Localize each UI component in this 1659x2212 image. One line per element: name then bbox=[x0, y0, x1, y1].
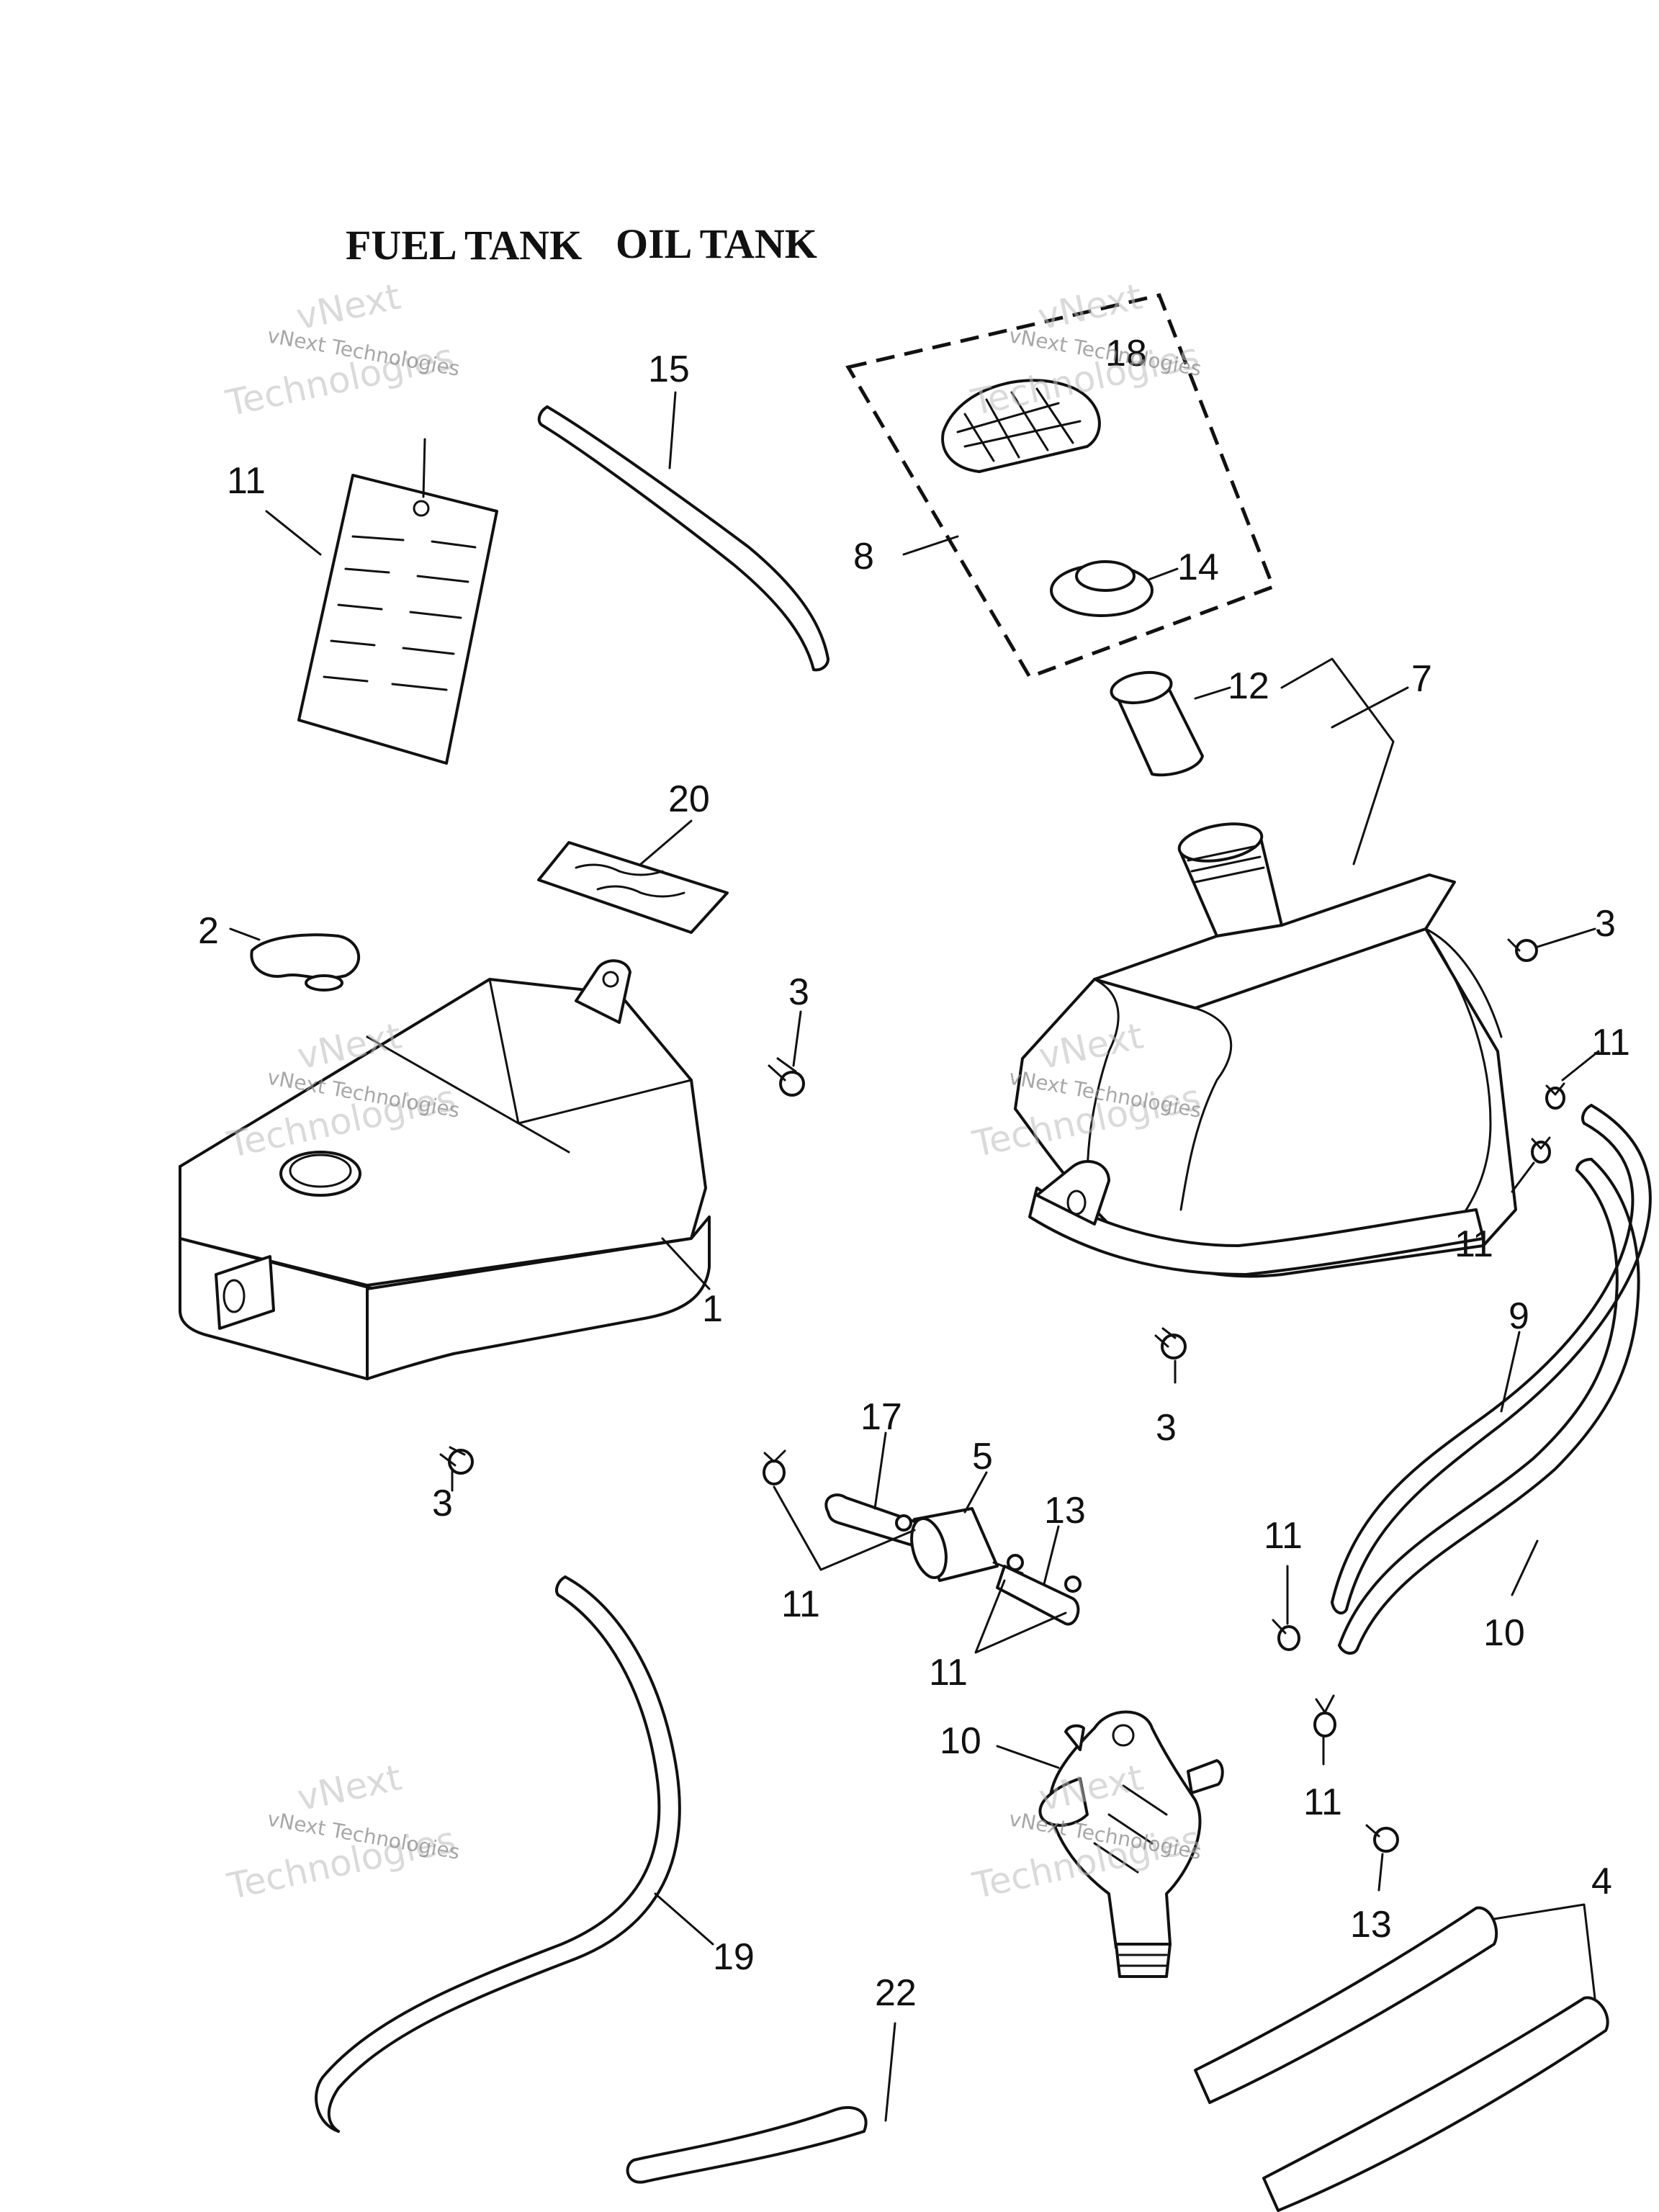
leader-16 bbox=[668, 391, 677, 469]
part-3-clip-c bbox=[1507, 938, 1538, 962]
leader-3b bbox=[792, 1010, 802, 1067]
callout-8: 10 bbox=[1483, 1612, 1525, 1654]
callout-4: 4 bbox=[1591, 1861, 1612, 1902]
callout-11a: 11 bbox=[1591, 1022, 1630, 1064]
callout-10: 10 bbox=[940, 1720, 981, 1762]
callout-16: 15 bbox=[648, 349, 690, 390]
part-21-label-sticker bbox=[537, 841, 729, 934]
callout-18: 18 bbox=[1105, 333, 1147, 374]
leader-21 bbox=[639, 819, 693, 866]
callout-7: 5 bbox=[972, 1436, 993, 1478]
part-3-clip-b bbox=[768, 1057, 805, 1097]
part-1-fuel-tank bbox=[179, 959, 711, 1380]
part-13-hose bbox=[996, 1565, 1080, 1626]
leader-14 bbox=[1377, 1853, 1384, 1892]
leader-9 bbox=[1500, 1331, 1521, 1413]
callout-11c: 11 bbox=[1264, 1515, 1303, 1557]
part-11-clip-b bbox=[1531, 1136, 1551, 1164]
leader-5 bbox=[1280, 657, 1395, 866]
leader-11f bbox=[974, 1579, 1067, 1654]
callout-20: 11 bbox=[227, 460, 266, 502]
leader-19 bbox=[654, 1892, 714, 1946]
part-11-clip-e bbox=[763, 1449, 1082, 1593]
leader-15 bbox=[1147, 567, 1179, 581]
leader-2 bbox=[229, 927, 261, 941]
leader-11e bbox=[773, 1485, 916, 1571]
callout-6: 8 bbox=[853, 536, 874, 577]
part-3-clip-a bbox=[439, 1446, 474, 1475]
callout-9: 9 bbox=[1509, 1295, 1529, 1337]
title-fuel-tank: FUEL TANK bbox=[346, 222, 582, 269]
title-oil-tank: OIL TANK bbox=[616, 220, 817, 267]
part-11-clip-c bbox=[1272, 1619, 1300, 1651]
part-4-rubber-strip-b bbox=[1262, 1996, 1609, 2212]
part-18-oil-cap bbox=[941, 379, 1101, 473]
leader-5b bbox=[1331, 686, 1409, 729]
callout-3d: 3 bbox=[1156, 1407, 1177, 1449]
leader-3c bbox=[1536, 927, 1596, 948]
leader-1 bbox=[661, 1237, 711, 1290]
leader-10 bbox=[996, 1745, 1060, 1769]
leader-11a bbox=[1561, 1050, 1600, 1082]
part-20-manual-tag bbox=[297, 438, 498, 765]
callout-5: 7 bbox=[1411, 658, 1432, 700]
svg-text:vNext: vNext bbox=[292, 276, 404, 338]
callout-13: 13 bbox=[1044, 1490, 1086, 1532]
part-14-clip bbox=[1365, 1824, 1399, 1853]
leader-11b bbox=[1511, 1161, 1535, 1193]
callout-12: 12 bbox=[1228, 665, 1269, 707]
part-4-rubber-strip-a bbox=[1194, 1906, 1498, 2104]
callout-3c: 3 bbox=[1595, 903, 1616, 945]
callout-11f: 11 bbox=[929, 1652, 968, 1694]
part-11-clip-d bbox=[1313, 1694, 1336, 1737]
callout-3b: 3 bbox=[788, 971, 809, 1013]
svg-text:vNext: vNext bbox=[1034, 276, 1146, 338]
part-10-fuel-cock bbox=[1038, 1710, 1224, 1978]
callout-3a: 3 bbox=[432, 1483, 453, 1524]
part-6-cap-assembly-box bbox=[845, 293, 1276, 680]
leader-13 bbox=[1043, 1525, 1060, 1586]
part-15-gasket bbox=[1050, 560, 1154, 617]
part-9-hose bbox=[1331, 1104, 1652, 1615]
part-7-fuel-filter bbox=[910, 1507, 1024, 1582]
part-22-short-hose bbox=[626, 2105, 868, 2184]
leader-4 bbox=[1493, 1903, 1596, 2000]
leader-12 bbox=[1194, 686, 1231, 700]
callout-15: 14 bbox=[1177, 547, 1219, 588]
part-3-clip-d bbox=[1154, 1327, 1187, 1359]
leader-6 bbox=[902, 535, 959, 556]
callout-19: 19 bbox=[713, 1936, 755, 1978]
part-16-hose bbox=[537, 405, 830, 672]
part-11-clip-a bbox=[1545, 1082, 1565, 1110]
callout-14: 13 bbox=[1350, 1904, 1392, 1946]
leader-8 bbox=[1511, 1539, 1539, 1596]
callout-1: 1 bbox=[702, 1288, 723, 1330]
leader-20 bbox=[265, 510, 322, 556]
callout-21: 20 bbox=[668, 778, 710, 820]
leader-17 bbox=[873, 1431, 887, 1510]
callout-17: 17 bbox=[860, 1396, 902, 1438]
part-19-long-hose bbox=[315, 1575, 681, 2133]
part-8-hose bbox=[1338, 1158, 1640, 1655]
leader-7 bbox=[963, 1471, 988, 1514]
leader-22 bbox=[884, 2022, 896, 2122]
callout-2: 2 bbox=[198, 910, 219, 952]
part-12-filler-sleeve bbox=[1110, 670, 1204, 777]
svg-text:vNext: vNext bbox=[294, 1756, 405, 1819]
callout-11e: 11 bbox=[781, 1583, 820, 1625]
callout-22: 22 bbox=[875, 1972, 917, 2014]
part-2-fuel-cap bbox=[250, 933, 360, 992]
callout-11b: 11 bbox=[1455, 1223, 1493, 1265]
part-5-oil-tank bbox=[1014, 822, 1517, 1278]
callout-11d: 11 bbox=[1303, 1781, 1342, 1823]
